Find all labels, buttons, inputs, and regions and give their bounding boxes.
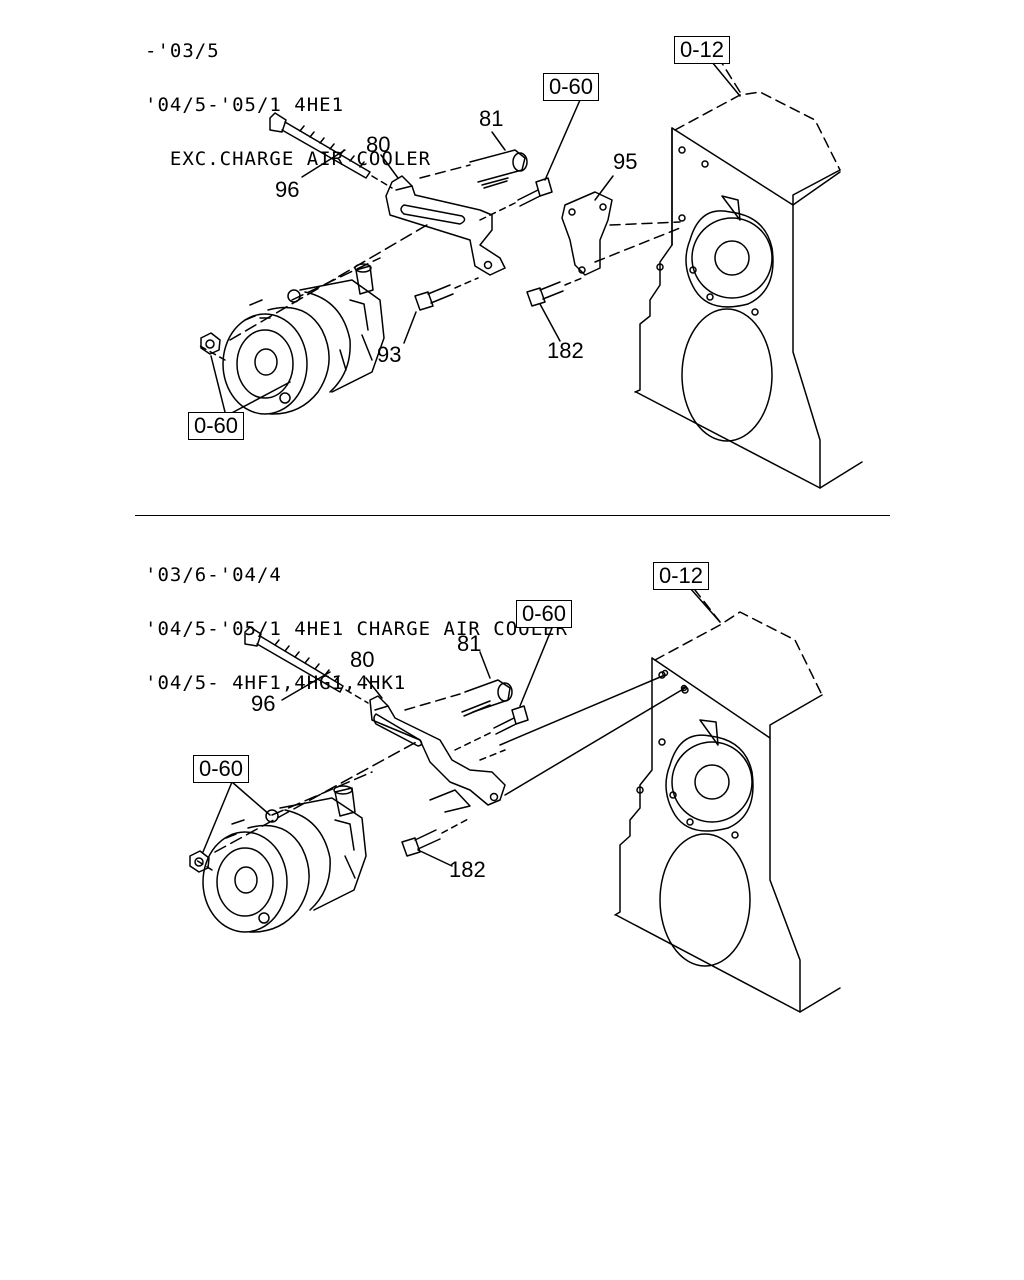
part-label-182: 182 xyxy=(449,857,486,882)
engine-ref-leader xyxy=(712,62,740,96)
leader-lines xyxy=(203,628,552,866)
bolt-upper xyxy=(480,178,552,220)
alignment-lines xyxy=(480,675,685,795)
bracket-95 xyxy=(562,192,680,275)
leader-lines xyxy=(211,100,613,416)
alternator xyxy=(200,222,432,414)
bolt-ref-box[interactable]: 0-60 xyxy=(516,600,573,628)
engine-ref-box[interactable]: 0-12 xyxy=(674,36,731,64)
header-line: EXC.CHARGE AIR COOLER xyxy=(145,148,432,170)
engine-block xyxy=(615,590,840,1012)
alternator-ref-box[interactable]: 0-60 xyxy=(188,412,245,440)
part-label-81: 81 xyxy=(479,106,504,131)
header-line: -'03/5 xyxy=(145,40,220,62)
alternator-ref-box[interactable]: 0-60 xyxy=(193,755,250,783)
bolt-93 xyxy=(415,278,478,310)
part-label-96: 96 xyxy=(275,177,300,202)
nut xyxy=(190,851,209,872)
header-line: '04/5- 4HF1,4HG1,4HK1 xyxy=(145,672,407,694)
section-2-drawing xyxy=(0,512,1024,1072)
bolt-182 xyxy=(527,278,582,306)
section-1-drawing xyxy=(0,0,1024,510)
bolt-96 xyxy=(270,113,392,188)
section-2-header: '03/6-'04/4 '04/5-'05/1 4HE1 CHARGE AIR … xyxy=(145,530,568,728)
bolt-upper xyxy=(455,706,528,750)
alternator xyxy=(196,740,420,932)
bolt-ref-box[interactable]: 0-60 xyxy=(543,73,600,101)
bracket-80 xyxy=(370,696,505,812)
nut xyxy=(201,333,220,354)
engine-block xyxy=(635,60,862,488)
header-line: '04/5-'05/1 4HE1 CHARGE AIR COOLER xyxy=(145,618,568,640)
engine-ref-leader xyxy=(690,588,720,622)
section-1-header: -'03/5 '04/5-'05/1 4HE1 EXC.CHARGE AIR C… xyxy=(145,6,431,204)
engine-ref-box[interactable]: 0-12 xyxy=(653,562,710,590)
bolt-96 xyxy=(245,627,368,703)
part-label-80: 80 xyxy=(366,132,391,157)
bracket-80 xyxy=(386,176,505,275)
diagram-section-1: -'03/5 '04/5-'05/1 4HE1 EXC.CHARGE AIR C… xyxy=(0,0,1024,510)
bolt-182 xyxy=(402,818,470,856)
diagram-section-2: '03/6-'04/4 '04/5-'05/1 4HE1 CHARGE AIR … xyxy=(0,512,1024,1072)
part-label-93: 93 xyxy=(377,342,402,367)
part-label-80: 80 xyxy=(350,647,375,672)
part-label-182: 182 xyxy=(547,338,584,363)
header-line: '03/6-'04/4 xyxy=(145,564,282,586)
sleeve-81 xyxy=(420,150,527,188)
part-label-96: 96 xyxy=(251,691,276,716)
sleeve-81 xyxy=(405,680,512,716)
header-line: '04/5-'05/1 4HE1 xyxy=(145,94,345,116)
part-label-95: 95 xyxy=(613,149,638,174)
section-divider xyxy=(135,515,890,516)
part-label-81: 81 xyxy=(457,631,482,656)
